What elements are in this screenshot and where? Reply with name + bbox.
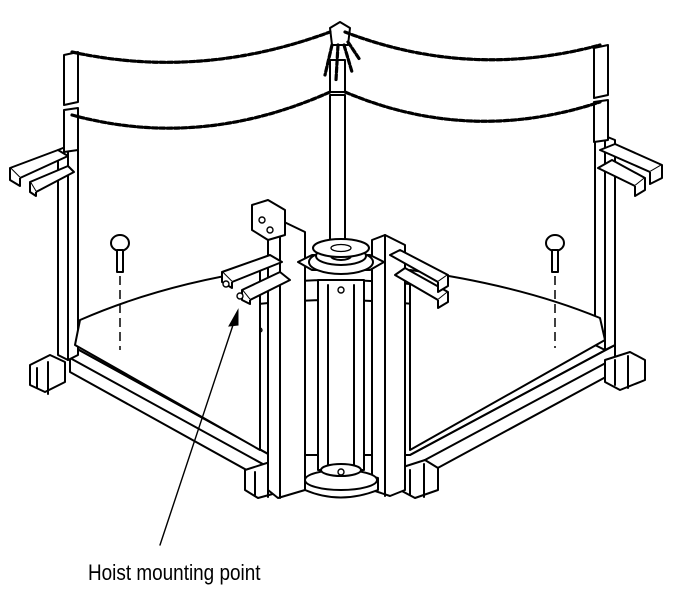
hoist-mounting-point-label: Hoist mounting point [88,560,261,585]
right-hoist-column [371,234,449,497]
central-hoist-mast [297,238,385,499]
hoist-mounting-point-arrow [159,308,239,546]
mounting-pins [110,234,565,350]
right-post [593,44,663,351]
left-post [9,51,79,361]
corner-feet [29,351,646,499]
center-rear-post [329,21,351,241]
left-hoist-column [221,199,306,499]
safety-chains [70,30,602,130]
